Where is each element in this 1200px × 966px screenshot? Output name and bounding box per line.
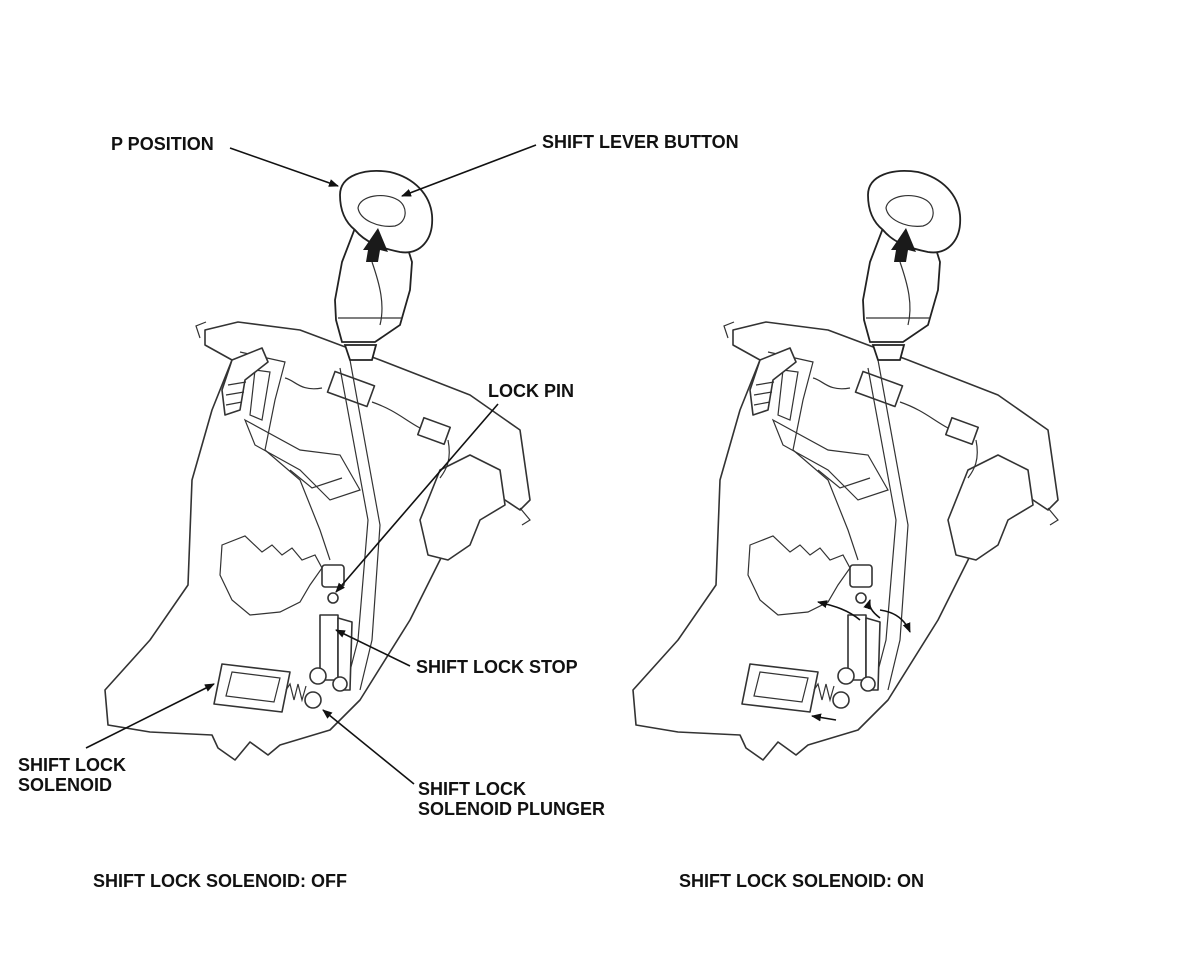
leader-lines xyxy=(85,144,537,785)
lock-pin-label: LOCK PIN xyxy=(488,381,575,401)
caption-solenoid-off: SHIFT LOCK SOLENOID: OFF xyxy=(93,871,347,891)
shift-lock-solenoid-plunger-label: SHIFT LOCK SOLENOID PLUNGER xyxy=(418,779,606,819)
assembly-on xyxy=(632,170,1059,761)
shift-lever-button-label: SHIFT LEVER BUTTON xyxy=(542,132,739,152)
shift-lock-stop-label: SHIFT LOCK STOP xyxy=(416,657,578,677)
caption-solenoid-on: SHIFT LOCK SOLENOID: ON xyxy=(679,871,924,891)
p-position-label: P POSITION xyxy=(111,134,214,154)
motion-arrows-on xyxy=(811,599,911,722)
shift-lock-solenoid-label: SHIFT LOCK SOLENOID xyxy=(18,755,126,795)
